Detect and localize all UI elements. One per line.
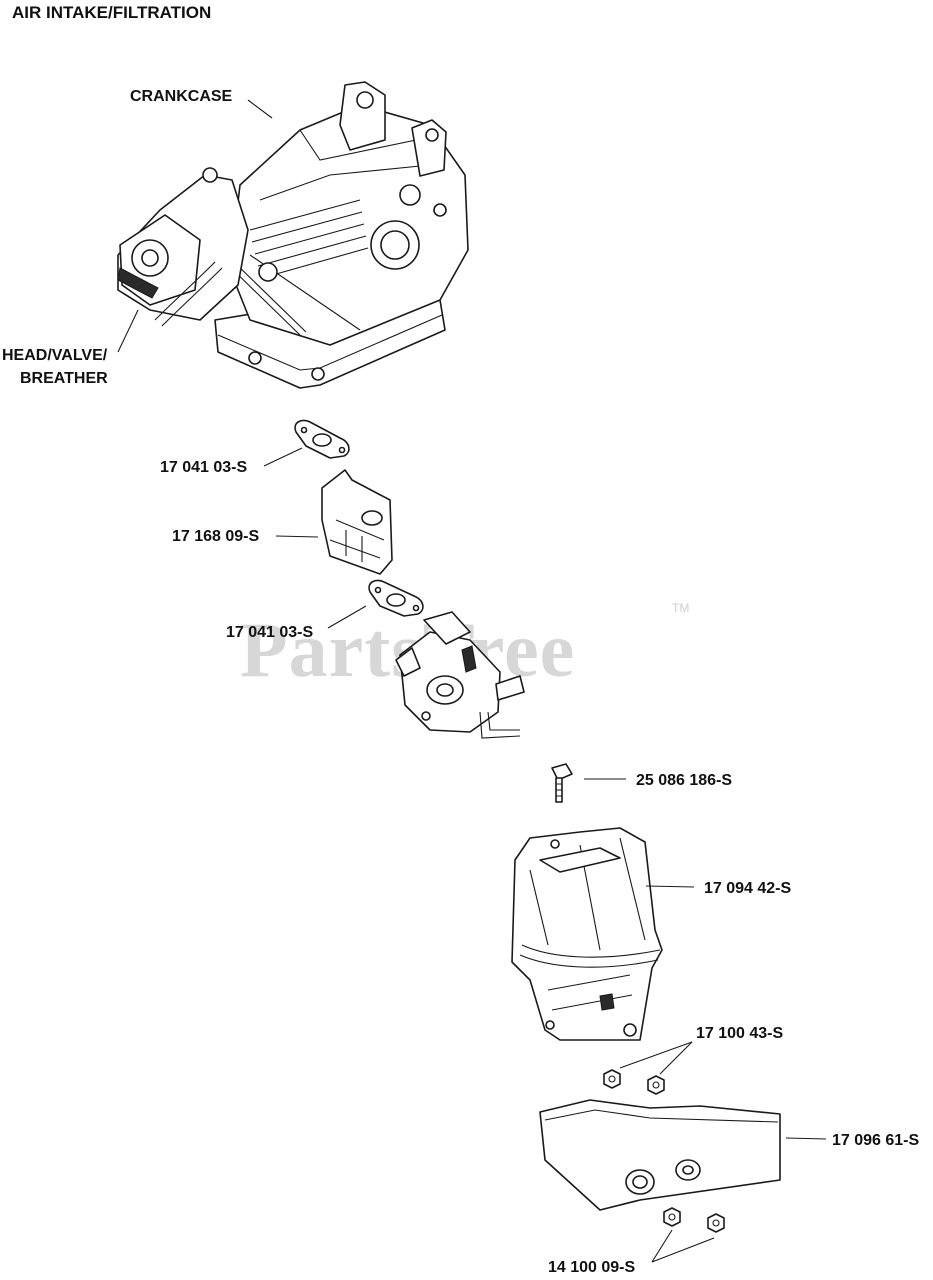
label-head-valve-breather-line1: HEAD/VALVE/ — [2, 347, 108, 364]
leader-17-100-43-s-a — [619, 1041, 693, 1069]
part-label-17-041-03-s-lower: 17 041 03-S — [226, 624, 314, 641]
leader-17-096-61-s — [785, 1137, 827, 1140]
screw — [551, 763, 573, 803]
spacer-heat-shield — [321, 469, 393, 575]
mounting-bracket — [539, 1099, 781, 1211]
page-title: AIR INTAKE/FILTRATION — [12, 3, 211, 22]
part-label-17-041-03-s-upper: 17 041 03-S — [160, 459, 248, 476]
leader-17-041-03-s-lower — [327, 605, 367, 629]
watermark-trademark: TM — [672, 601, 689, 615]
air-cleaner-housing — [511, 827, 663, 1041]
leader-17-041-03-s-upper — [263, 447, 303, 467]
label-head-valve-breather-line2: BREATHER — [20, 370, 108, 387]
leader-crankcase — [247, 99, 273, 119]
part-label-14-100-09-s: 14 100 09-S — [548, 1259, 636, 1276]
part-label-25-086-186-s: 25 086 186-S — [636, 772, 732, 789]
leader-14-100-09-s-a — [651, 1229, 673, 1263]
engine-crankcase-illustration — [117, 81, 469, 389]
leader-head-valve-breather — [117, 309, 139, 353]
label-crankcase: CRANKCASE — [130, 88, 233, 105]
leader-14-100-09-s-b — [651, 1237, 715, 1263]
nuts-lower — [663, 1207, 725, 1233]
part-label-17-094-42-s: 17 094 42-S — [704, 880, 792, 897]
gasket-upper — [294, 419, 350, 459]
part-label-17-168-09-s: 17 168 09-S — [172, 528, 260, 545]
carburetor — [395, 611, 525, 739]
leader-17-100-43-s-b — [659, 1041, 693, 1075]
nuts-upper — [603, 1069, 665, 1095]
leader-17-168-09-s — [275, 535, 319, 538]
part-label-17-096-61-s: 17 096 61-S — [832, 1132, 920, 1149]
gasket-lower — [368, 579, 424, 617]
leader-17-094-42-s — [645, 885, 695, 888]
part-label-17-100-43-s: 17 100 43-S — [696, 1025, 784, 1042]
